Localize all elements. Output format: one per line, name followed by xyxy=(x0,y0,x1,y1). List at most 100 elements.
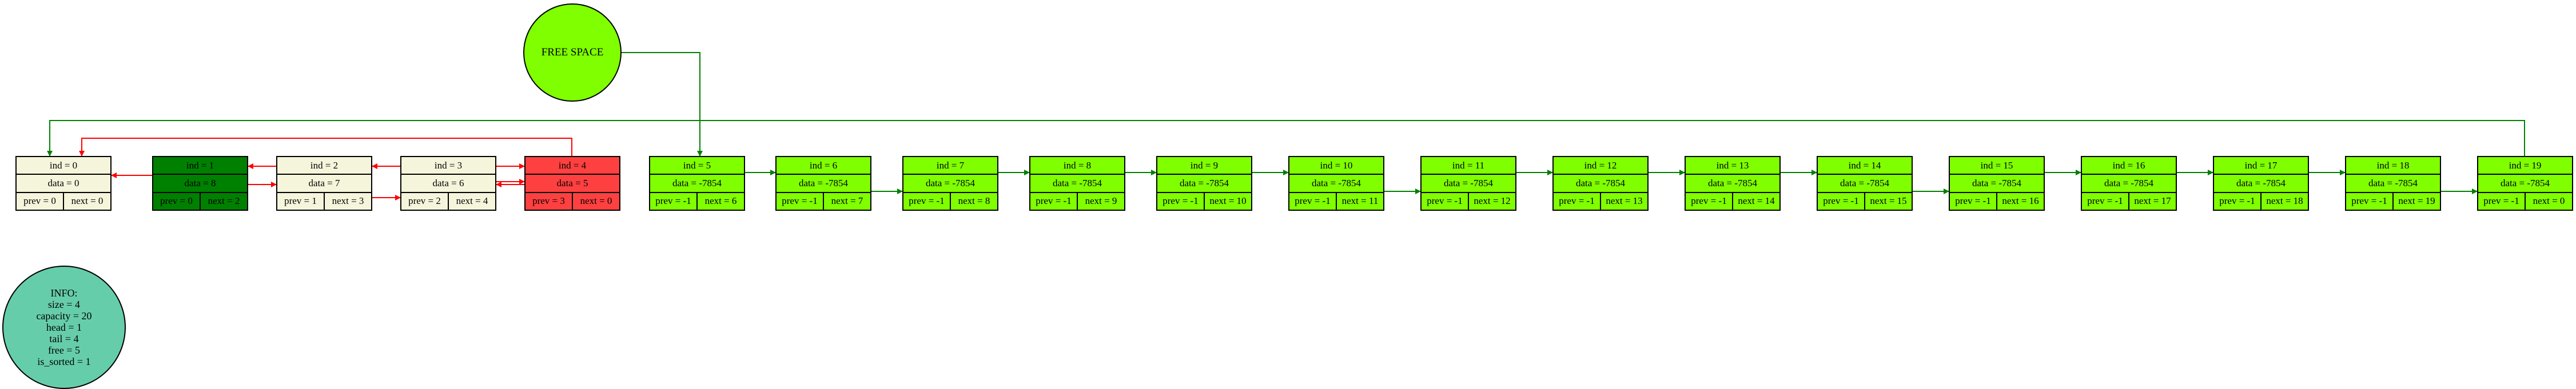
node-prev: prev = 1 xyxy=(277,193,325,210)
free-space-label: FREE SPACE xyxy=(541,46,604,58)
node-next: next = 11 xyxy=(1341,195,1379,207)
info-line: size = 4 xyxy=(47,299,81,310)
node-prev: prev = -1 xyxy=(777,193,824,210)
info-line: capacity = 20 xyxy=(36,310,92,322)
node-next: next = 9 xyxy=(1085,195,1117,207)
node-next: next = 19 xyxy=(2398,195,2435,207)
node-index: ind = 17 xyxy=(2214,157,2308,175)
info-line: tail = 4 xyxy=(49,333,79,344)
node-data: data = -7854 xyxy=(1422,175,1515,193)
node-prev: prev = 2 xyxy=(401,193,449,210)
node-links: prev = -1 next = 9 xyxy=(1030,193,1124,210)
node-index: ind = 3 xyxy=(401,157,495,175)
node-data: data = 5 xyxy=(525,175,619,193)
next-arrow xyxy=(79,138,572,157)
node-links: prev = -1 next = 13 xyxy=(1554,193,1647,210)
node-data: data = -7854 xyxy=(903,175,997,193)
node-prev: prev = -1 xyxy=(1554,193,1601,210)
node-prev: prev = -1 xyxy=(650,193,698,210)
node-data: data = -7854 xyxy=(2346,175,2440,193)
node-data: data = -7854 xyxy=(1818,175,1912,193)
node-prev: prev = -1 xyxy=(2478,193,2526,210)
node-links: prev = 0 next = 2 xyxy=(153,193,247,210)
node-next: next = 0 xyxy=(2533,195,2565,207)
node-data: data = -7854 xyxy=(2214,175,2308,193)
info-line: INFO: xyxy=(50,287,78,299)
node-links: prev = -1 next = 6 xyxy=(650,193,744,210)
node-index: ind = 11 xyxy=(1422,157,1515,175)
node-prev: prev = -1 xyxy=(1157,193,1205,210)
node-data: data = -7854 xyxy=(1554,175,1647,193)
info-line: head = 1 xyxy=(46,322,82,333)
node-prev: prev = 3 xyxy=(525,193,573,210)
node-next: next = 18 xyxy=(2266,195,2303,207)
free-next-arrow xyxy=(47,120,2525,157)
node-data: data = -7854 xyxy=(1289,175,1383,193)
node-data: data = -7854 xyxy=(777,175,870,193)
info-node: INFO: size = 4 capacity = 20 head = 1 ta… xyxy=(2,266,126,389)
node-links: prev = -1 next = 11 xyxy=(1289,193,1383,210)
node-next: next = 6 xyxy=(704,195,737,207)
node-prev: prev = -1 xyxy=(903,193,951,210)
node-index: ind = 0 xyxy=(17,157,110,175)
node-prev: prev = -1 xyxy=(1289,193,1337,210)
info-line: is_sorted = 1 xyxy=(37,356,91,367)
node-data: data = -7854 xyxy=(2082,175,2176,193)
node-index: ind = 18 xyxy=(2346,157,2440,175)
node-data: data = -7854 xyxy=(1030,175,1124,193)
node-data: data = 6 xyxy=(401,175,495,193)
node-index: ind = 16 xyxy=(2082,157,2176,175)
node-links: prev = -1 next = 0 xyxy=(2478,193,2572,210)
node-index: ind = 15 xyxy=(1950,157,2044,175)
node-next: next = 0 xyxy=(71,195,103,207)
node-next: next = 2 xyxy=(208,195,240,207)
node-index: ind = 19 xyxy=(2478,157,2572,175)
node-prev: prev = 0 xyxy=(153,193,201,210)
node-prev: prev = -1 xyxy=(1950,193,1997,210)
node-index: ind = 13 xyxy=(1686,157,1779,175)
node-next: next = 3 xyxy=(332,195,364,207)
node-index: ind = 8 xyxy=(1030,157,1124,175)
node-index: ind = 2 xyxy=(277,157,371,175)
node-links: prev = -1 next = 8 xyxy=(903,193,997,210)
node-prev: prev = -1 xyxy=(1030,193,1078,210)
node-prev: prev = -1 xyxy=(1686,193,1733,210)
node-next: next = 13 xyxy=(1606,195,1643,207)
node-data: data = 0 xyxy=(17,175,110,193)
node-next: next = 8 xyxy=(958,195,990,207)
node-prev: prev = -1 xyxy=(1818,193,1865,210)
node-index: ind = 9 xyxy=(1157,157,1251,175)
free-space-node: FREE SPACE xyxy=(523,3,622,102)
